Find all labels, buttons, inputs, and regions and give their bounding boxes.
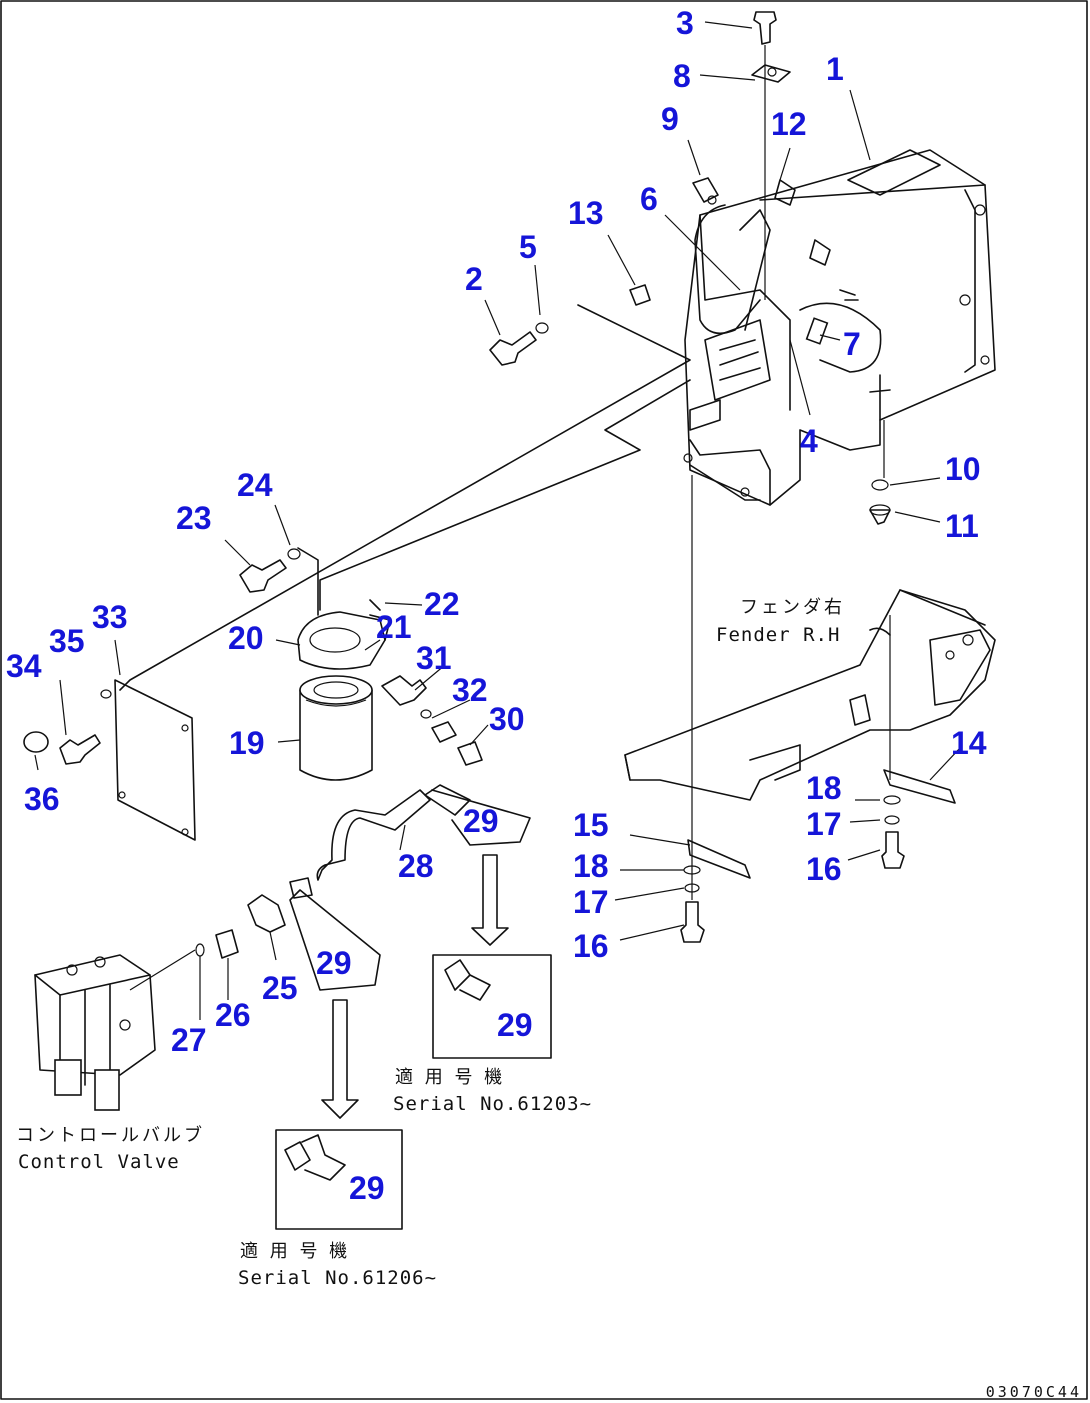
- fender-label-jp: フェンダ右: [740, 597, 845, 618]
- callout-4[interactable]: 4: [800, 423, 818, 459]
- callout-7[interactable]: 7: [843, 326, 861, 362]
- callout-17b[interactable]: 17: [806, 806, 842, 842]
- bracket-plate-drawing: [114, 679, 196, 841]
- callout-29d[interactable]: 29: [349, 1170, 385, 1206]
- callout-35[interactable]: 35: [49, 623, 85, 659]
- oring-27-drawing: [195, 943, 205, 957]
- nut-32-drawing: [431, 721, 457, 743]
- callout-33[interactable]: 33: [92, 599, 128, 635]
- bolt-16b-drawing: [881, 831, 905, 869]
- callout-22[interactable]: 22: [424, 586, 460, 622]
- callout-30[interactable]: 30: [489, 701, 525, 737]
- callout-19[interactable]: 19: [229, 725, 265, 761]
- callout-29b[interactable]: 29: [316, 945, 352, 981]
- callout-36[interactable]: 36: [24, 781, 60, 817]
- callout-28[interactable]: 28: [398, 848, 434, 884]
- bolt-3-drawing: [753, 11, 777, 45]
- hose-28-drawing: [316, 789, 431, 881]
- callout-27[interactable]: 27: [171, 1022, 207, 1058]
- clip-13-drawing: [629, 284, 651, 306]
- oring-31-drawing: [420, 709, 432, 719]
- callout-20[interactable]: 20: [228, 620, 264, 656]
- frame-bracket-drawing: [683, 149, 996, 506]
- guide-line-22: [369, 599, 381, 611]
- fender-drawing: [624, 589, 996, 801]
- bolt-2-drawing: [489, 331, 537, 366]
- drawing-code: 03070C44: [985, 1383, 1082, 1401]
- washer-5-drawing: [535, 322, 549, 334]
- bracket-23-line: [297, 547, 319, 616]
- callout-15[interactable]: 15: [573, 807, 609, 843]
- serial-note-1-jp: 適 用 号 機: [395, 1067, 506, 1088]
- callout-25[interactable]: 25: [262, 970, 298, 1006]
- washer-17a-drawing: [684, 883, 700, 893]
- valve-label-en: Control Valve: [18, 1151, 180, 1173]
- control-valve-drawing: [34, 949, 196, 1111]
- fitting-21-drawing: [381, 675, 427, 706]
- serial-note-2-jp: 適 用 号 機: [240, 1241, 351, 1262]
- callout-13[interactable]: 13: [568, 195, 604, 231]
- callout-23[interactable]: 23: [176, 500, 212, 536]
- serial-note-2-en: Serial No.61206~: [238, 1267, 438, 1289]
- arrow-down-2: [321, 999, 359, 1119]
- bolt-23-drawing: [239, 559, 287, 593]
- detail-box-1: [432, 954, 552, 1059]
- washer-35-drawing: [100, 689, 112, 699]
- clip-8-drawing: [751, 64, 791, 83]
- stay-15-drawing: [687, 839, 751, 879]
- callout-18b[interactable]: 18: [806, 770, 842, 806]
- guide-line-zigzag: [319, 379, 691, 611]
- callout-10[interactable]: 10: [945, 451, 981, 487]
- fender-label-en: Fender R.H: [716, 624, 841, 646]
- callout-3[interactable]: 3: [676, 5, 694, 41]
- callout-14[interactable]: 14: [951, 725, 987, 761]
- cap-36-drawing: [23, 731, 49, 753]
- filter-cartridge-19-drawing: [299, 675, 373, 781]
- callout-8[interactable]: 8: [673, 58, 691, 94]
- callout-12[interactable]: 12: [771, 106, 807, 142]
- callout-31[interactable]: 31: [416, 640, 452, 676]
- clamp-29b-drawing: [289, 889, 381, 991]
- filter-head-20-drawing: [297, 611, 391, 670]
- callout-1[interactable]: 1: [826, 51, 844, 87]
- pin-10-11-drawing: [869, 479, 891, 525]
- detail-box-2: [275, 1129, 403, 1230]
- callout-5[interactable]: 5: [519, 229, 537, 265]
- callout-26[interactable]: 26: [215, 997, 251, 1033]
- callout-34[interactable]: 34: [6, 648, 42, 684]
- leader-lines: [34, 21, 961, 961]
- callout-18a[interactable]: 18: [573, 848, 609, 884]
- washer-18b-drawing: [883, 795, 901, 805]
- callout-9[interactable]: 9: [661, 101, 679, 137]
- serial-note-1-en: Serial No.61203~: [393, 1093, 593, 1115]
- callout-6[interactable]: 6: [640, 181, 658, 217]
- bolt-16a-drawing: [680, 901, 705, 943]
- callout-21[interactable]: 21: [376, 609, 412, 645]
- stay-14-drawing: [883, 769, 956, 804]
- elbow-30-drawing: [457, 741, 483, 766]
- callout-2[interactable]: 2: [465, 261, 483, 297]
- callout-24[interactable]: 24: [237, 467, 273, 503]
- callout-29c[interactable]: 29: [497, 1007, 533, 1043]
- callout-32[interactable]: 32: [452, 672, 488, 708]
- callout-17a[interactable]: 17: [573, 884, 609, 920]
- washer-17b-drawing: [884, 815, 900, 825]
- washer-24-drawing: [287, 548, 301, 560]
- adapter-25-drawing: [247, 894, 286, 933]
- clamp-29a-drawing: [424, 784, 471, 816]
- nut-26-drawing: [215, 929, 239, 959]
- callout-16b[interactable]: 16: [806, 851, 842, 887]
- callout-16a[interactable]: 16: [573, 928, 609, 964]
- callout-11[interactable]: 11: [945, 508, 979, 544]
- valve-label-jp: コントロールバルブ: [16, 1125, 205, 1146]
- fitting-9-drawing: [692, 177, 719, 205]
- arrow-down-1: [471, 854, 509, 946]
- plug-34-drawing: [59, 734, 101, 765]
- callout-29a[interactable]: 29: [463, 803, 499, 839]
